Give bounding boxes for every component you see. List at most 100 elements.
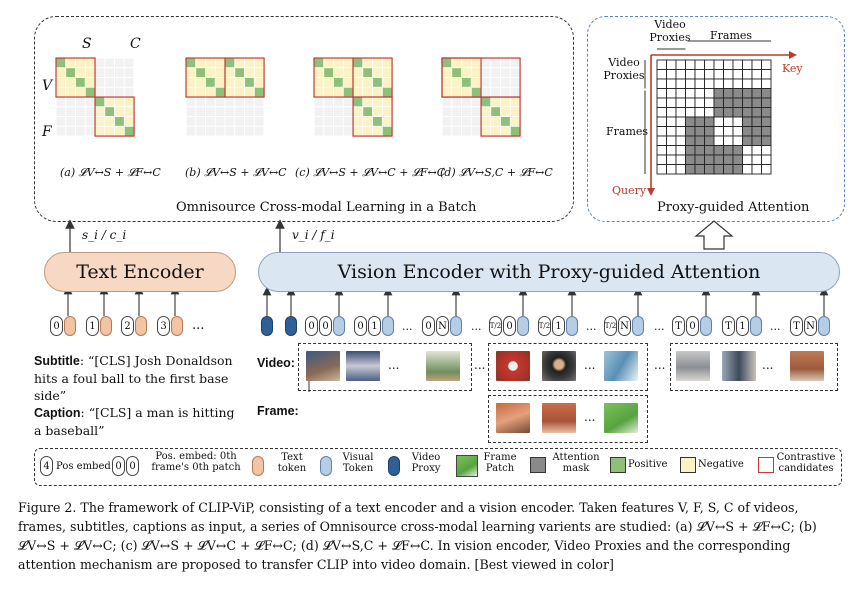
frame-thumb — [604, 403, 638, 433]
legend-negative-swatch — [680, 457, 696, 473]
legend-text-token-label: Text token — [277, 452, 307, 474]
ellipsis: ... — [762, 358, 774, 372]
visual-token — [566, 316, 578, 336]
text-position-embed: 2 — [121, 316, 134, 336]
subtitle-label: Subtitle — [34, 354, 80, 368]
text-encoder-label: Text Encoder — [76, 261, 204, 283]
video-frame-thumb — [426, 351, 460, 381]
visual-token-ellipsis: ... — [471, 320, 482, 333]
text-token — [100, 316, 112, 336]
query-arrowhead — [647, 188, 655, 196]
row-label-f: F — [42, 124, 52, 140]
batch-matrices — [55, 57, 521, 137]
visual-token — [818, 316, 830, 336]
visual-token — [333, 316, 345, 336]
video-proxy-token — [261, 316, 273, 336]
legend-pos-embed2-label: Pos. embed: 0th frame's 0th patch — [151, 451, 241, 473]
attention-panel — [587, 16, 845, 222]
visual-token — [517, 316, 529, 336]
legend-video-proxy-swatch — [388, 456, 400, 476]
caption-block: Caption: “[CLS] a man is hitting a baseb… — [34, 404, 244, 439]
visual-token — [632, 316, 644, 336]
row-label-v: V — [42, 78, 53, 94]
visual-token-ellipsis: ... — [770, 320, 781, 333]
frame-pos-embed: T/2 — [604, 316, 617, 336]
video-proxies-left-label: Video Proxies — [603, 56, 645, 82]
legend-pos-embed2-token: 0 — [112, 456, 125, 476]
matrix-cell — [253, 125, 265, 137]
patch-pos-embed: 0 — [503, 316, 516, 336]
contrastive-candidate-box — [352, 96, 393, 137]
caption-label: Caption — [34, 406, 81, 420]
text-encoder: Text Encoder — [44, 252, 236, 292]
omnisource-title: Omnisource Cross-modal Learning in a Bat… — [176, 200, 477, 215]
video-frame-thumb — [306, 351, 340, 381]
frames-left-label: Frames — [606, 125, 649, 138]
attention-matrix — [644, 40, 797, 196]
vision-encoder: Vision Encoder with Proxy-guided Attenti… — [258, 252, 840, 292]
col-label-s: S — [82, 36, 92, 52]
video-label: Video: — [257, 356, 295, 370]
subtitle-block: Subtitle: “[CLS] Josh Donaldson hits a f… — [34, 352, 244, 404]
legend-contrastive-swatch — [758, 457, 774, 473]
legend-negative-label: Negative — [698, 459, 744, 470]
legend — [34, 448, 842, 486]
flow-arrows — [63, 219, 829, 392]
video-frame-thumb — [496, 351, 530, 381]
video-proxies-top-label: Video Proxies — [649, 18, 691, 44]
key-label: Key — [782, 62, 803, 75]
video-group-3 — [670, 343, 838, 391]
visual-token — [450, 316, 462, 336]
frame-label: Frame: — [257, 404, 299, 418]
legend-video-proxy-label: Video Proxy — [411, 452, 441, 474]
ellipsis: ... — [654, 358, 666, 372]
video-frame-thumb — [722, 351, 756, 381]
contrastive-candidate-box — [94, 96, 135, 137]
contrastive-candidate-box — [441, 57, 521, 98]
visual-token-ellipsis: ... — [586, 320, 597, 333]
legend-pos-embed-token: 4 — [40, 456, 53, 476]
text-token — [171, 316, 183, 336]
ellipsis: ... — [388, 358, 400, 372]
frame-pos-embed: T — [790, 316, 803, 336]
attention-cell — [761, 164, 772, 175]
legend-positive-swatch — [610, 457, 626, 473]
legend-visual-token-swatch — [320, 456, 332, 476]
omnisource-panel — [34, 16, 574, 222]
frame-pos-embed: 0 — [422, 316, 435, 336]
frame-pos-embed: T/2 — [538, 316, 551, 336]
frame-pos-embed: 0 — [305, 316, 318, 336]
legend-contrastive-label: Contrastive candidates — [776, 452, 836, 474]
patch-pos-embed: 0 — [319, 316, 332, 336]
patch-pos-embed: 0 — [686, 316, 699, 336]
legend-positive-label: Positive — [628, 459, 668, 470]
figure-caption: Figure 2. The framework of CLIP-ViP, con… — [18, 500, 817, 572]
col-label-c: C — [130, 36, 141, 52]
legend-frame-patch-swatch — [456, 455, 478, 477]
patch-pos-embed: N — [804, 316, 817, 336]
attention-title: Proxy-guided Attention — [657, 200, 810, 215]
frame-pos-embed: T — [722, 316, 735, 336]
legend-pos-embed2-token: 0 — [126, 456, 139, 476]
frames-top-label: Frames — [710, 29, 753, 42]
key-arrowhead — [789, 51, 797, 59]
ellipsis: ... — [474, 358, 486, 372]
legend-pos-embed-label: Pos embed — [56, 461, 111, 472]
patch-pos-embed: 1 — [736, 316, 749, 336]
video-proxy-token — [285, 316, 297, 336]
text-token-ellipsis: ... — [192, 318, 205, 333]
patch-pos-embed: 1 — [368, 316, 381, 336]
video-group-1 — [298, 343, 472, 391]
patch-pos-embed: N — [618, 316, 631, 336]
sublabel-c: (c) 𝓛V↔S + 𝓛V↔C + 𝓛F↔C — [295, 166, 446, 179]
visual-token-ellipsis: ... — [402, 320, 413, 333]
visual-token-ellipsis: ... — [654, 320, 665, 333]
patch-pos-embed: 1 — [552, 316, 565, 336]
sublabel-b: (b) 𝓛V↔S + 𝓛V↔C — [185, 166, 287, 179]
vision-encoder-label: Vision Encoder with Proxy-guided Attenti… — [337, 261, 761, 283]
legend-frame-patch-label: Frame Patch — [483, 452, 517, 474]
text-token — [135, 316, 147, 336]
frame-group — [488, 395, 648, 443]
text-encoder-output: s_i / c_i — [82, 228, 127, 242]
patch-pos-embed: N — [436, 316, 449, 336]
